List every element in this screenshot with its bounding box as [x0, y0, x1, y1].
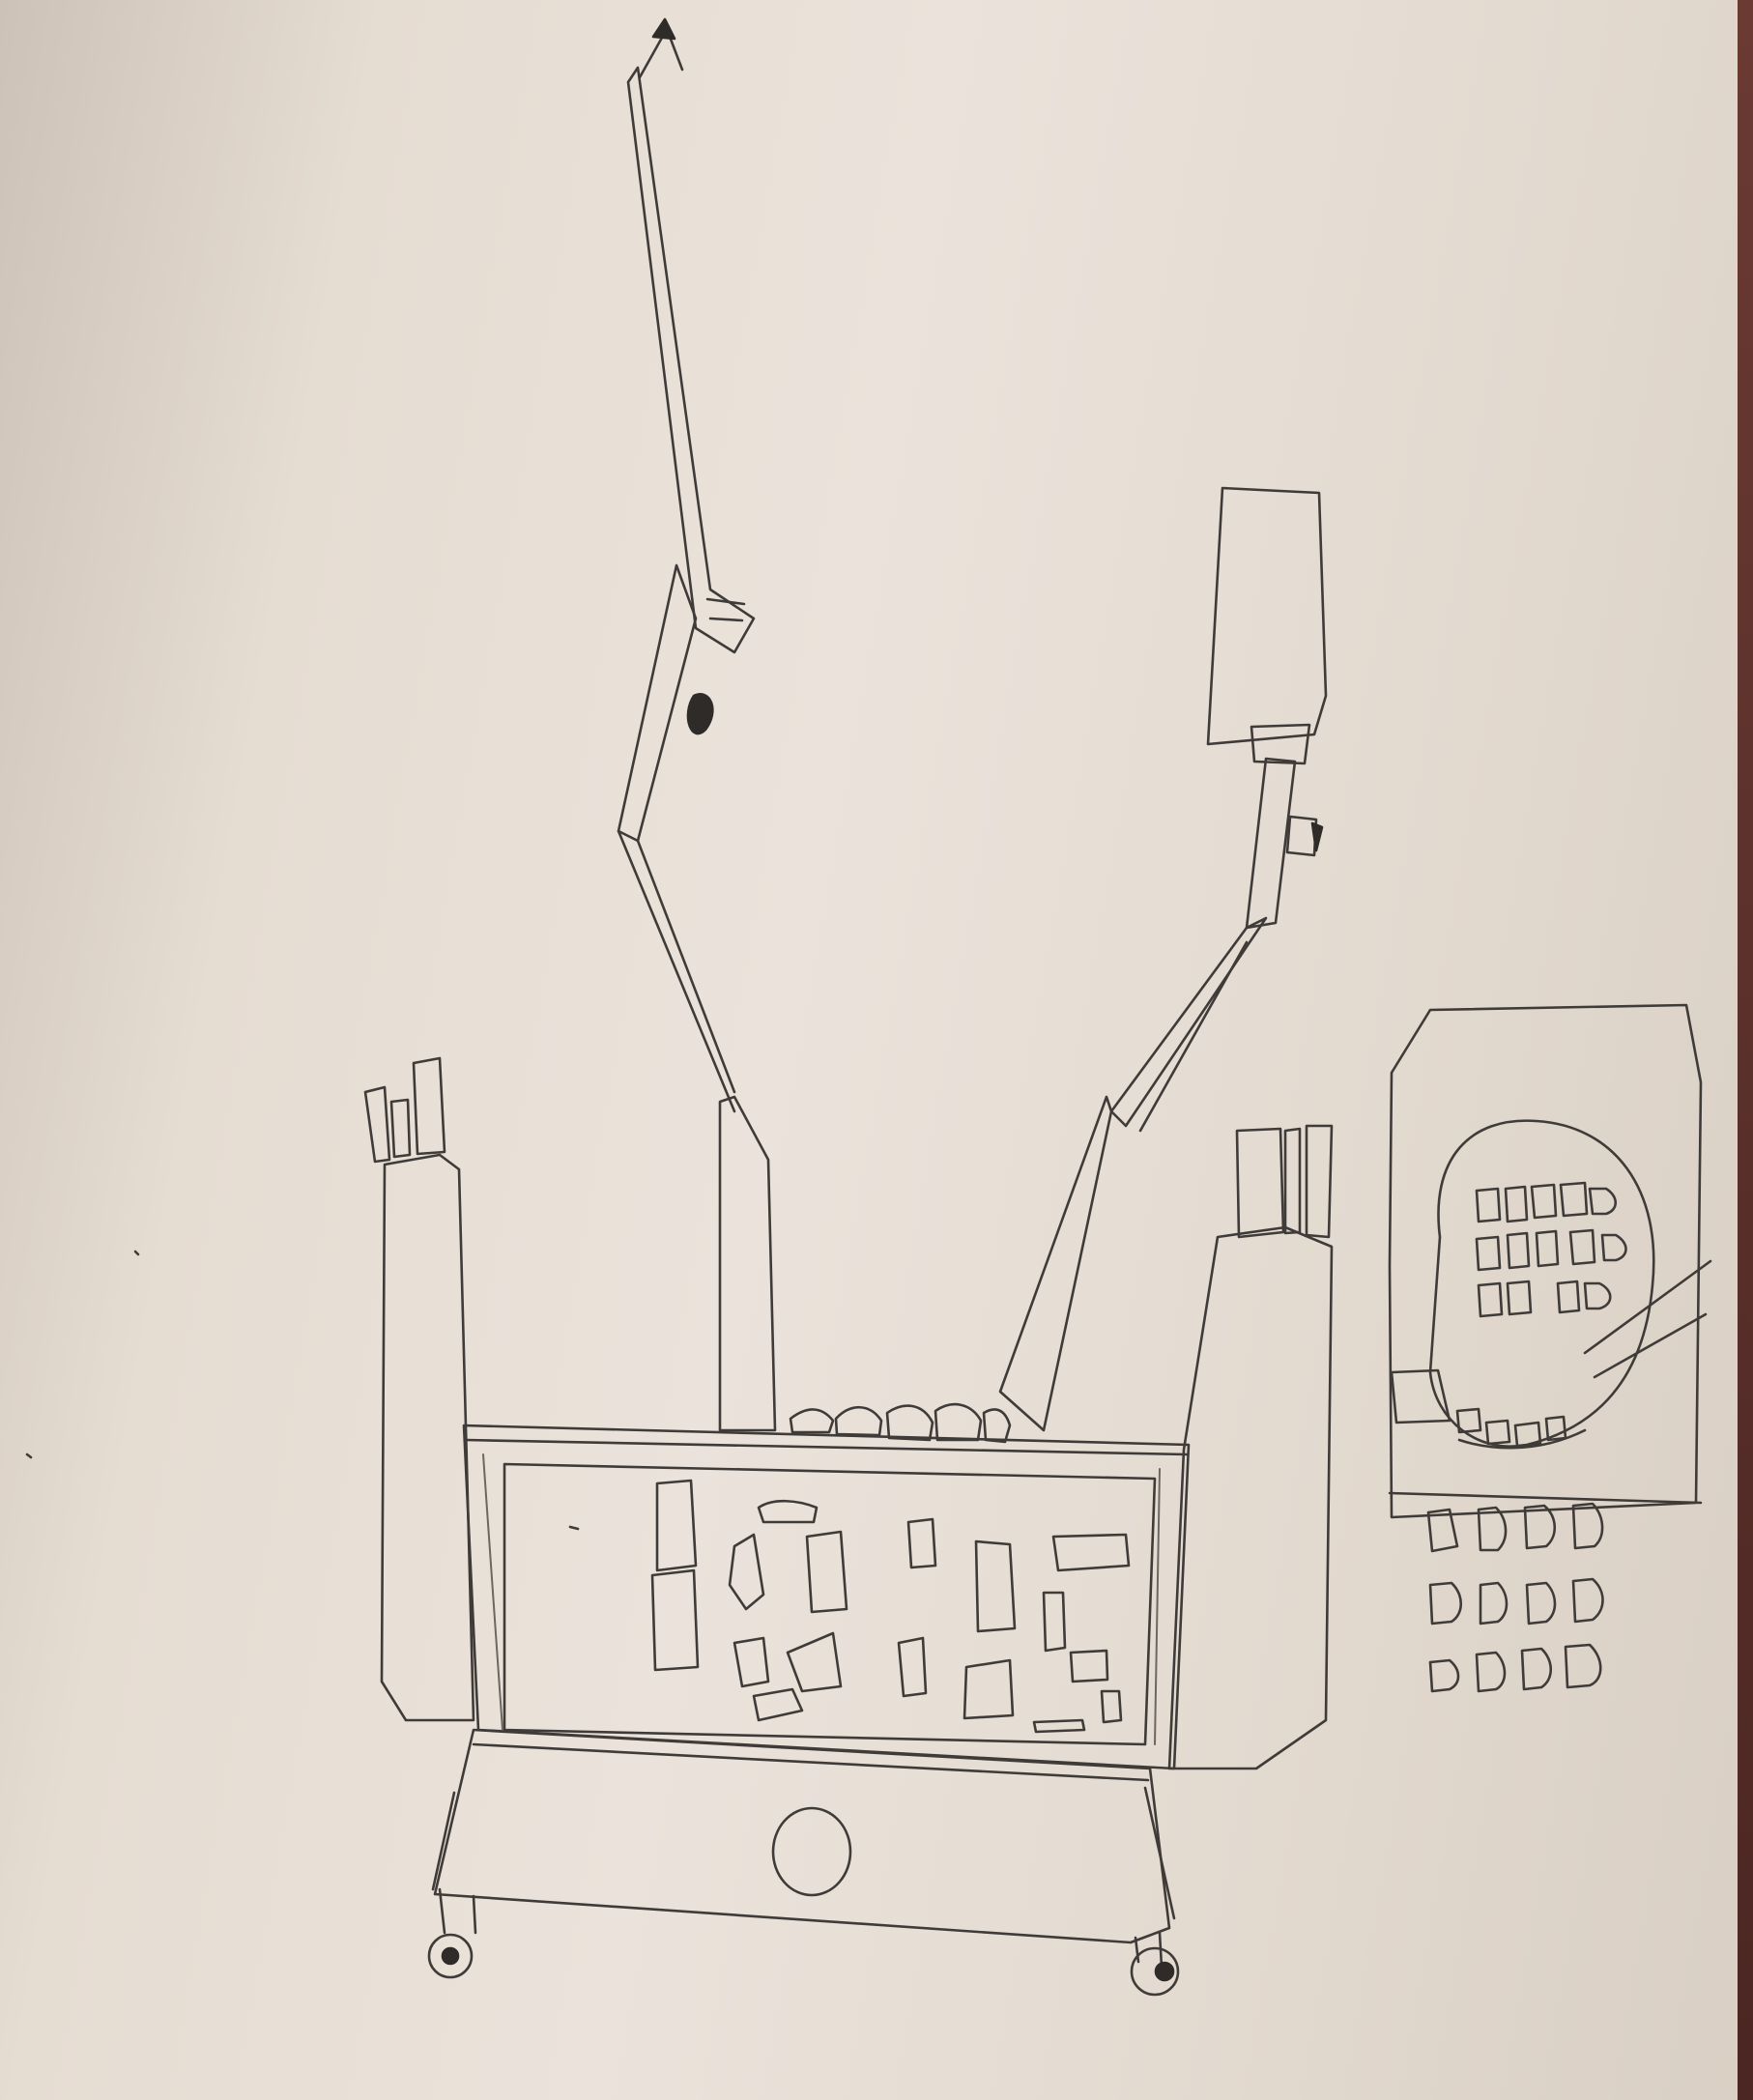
left-tower [363, 1056, 475, 1722]
console-buttons [650, 1479, 1131, 1734]
right-arm-paddle [1206, 486, 1328, 765]
side-panel-keypad [1426, 1502, 1604, 1693]
table-edge [1738, 0, 1753, 2100]
left-arm-upper-beam [626, 17, 756, 654]
right-tower [1167, 1124, 1334, 1770]
left-wheel-icon [427, 1887, 477, 1979]
console-body [462, 1424, 1191, 1770]
cart-base [431, 1728, 1176, 1944]
console-top-keys [789, 1402, 1012, 1444]
left-arm-post [718, 1095, 777, 1432]
left-arm-lower-beam [617, 563, 736, 1113]
stray-marks [25, 1250, 580, 1531]
right-arm-lower-beam [998, 916, 1268, 1432]
right-wheel-icon [1130, 1931, 1180, 1997]
side-panel-oval-keys [1455, 1181, 1627, 1448]
right-arm-upper-beam [1245, 757, 1324, 930]
